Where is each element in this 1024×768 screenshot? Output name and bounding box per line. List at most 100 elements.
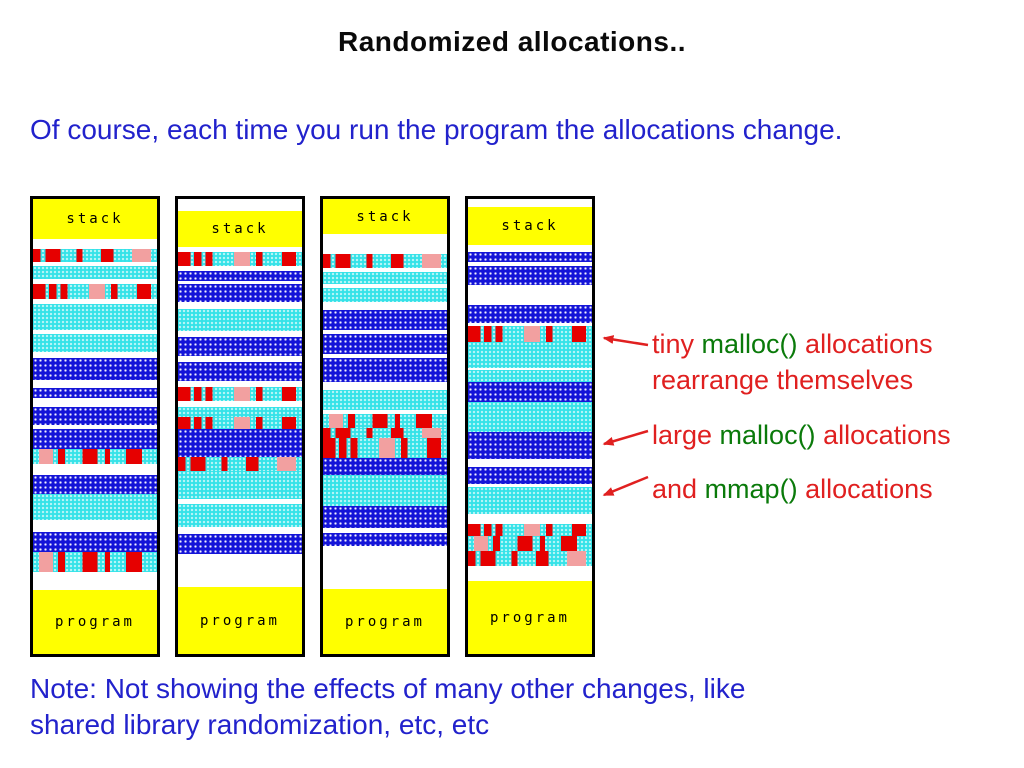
stack-region: stack	[33, 199, 157, 239]
stack-region: stack	[468, 207, 592, 245]
band-tiny	[468, 524, 592, 536]
band-blue	[323, 358, 447, 382]
program-region: program	[323, 589, 447, 654]
annot-text: large	[652, 420, 720, 450]
band-white	[178, 199, 302, 211]
band-white	[323, 302, 447, 310]
band-tiny	[178, 417, 302, 429]
band-blue	[468, 252, 592, 262]
annotation-mmap: and mmap() allocations	[652, 471, 933, 507]
band-white	[178, 356, 302, 362]
annot-text: tiny	[652, 329, 702, 359]
band-white	[33, 425, 157, 429]
footer-note-line2: shared library randomization, etc, etc	[30, 709, 490, 740]
band-blue	[178, 429, 302, 457]
band-white	[33, 464, 157, 475]
program-label: program	[54, 614, 135, 630]
band-cyan	[323, 272, 447, 284]
band-white	[178, 331, 302, 337]
band-white	[33, 279, 157, 284]
program-label: program	[344, 613, 425, 630]
band-tiny	[33, 552, 157, 572]
band-white	[468, 514, 592, 524]
annot-text: and	[652, 474, 705, 504]
band-white	[468, 323, 592, 326]
band-tiny	[468, 326, 592, 342]
band-white	[33, 352, 157, 358]
band-cyan	[33, 304, 157, 330]
band-white	[468, 285, 592, 305]
band-blue	[33, 475, 157, 494]
band-blue	[323, 310, 447, 330]
annot-code: malloc()	[701, 329, 798, 359]
band-blue	[468, 305, 592, 323]
band-blue	[468, 432, 592, 459]
band-cyan	[323, 475, 447, 506]
memory-column-run-1: stack program	[30, 196, 160, 657]
band-tiny	[178, 252, 302, 266]
memory-column-run-3: stack program	[320, 196, 450, 657]
band-blue	[33, 407, 157, 425]
band-white	[323, 546, 447, 589]
program-region: program	[33, 590, 157, 654]
band-blue	[178, 362, 302, 381]
band-white	[178, 527, 302, 534]
band-blue	[468, 266, 592, 285]
stack-label: stack	[501, 218, 559, 234]
page-title: Randomized allocations..	[337, 26, 687, 57]
band-tiny	[468, 536, 592, 551]
band-blue	[178, 271, 302, 281]
band-white	[178, 302, 302, 309]
band-cyan	[33, 494, 157, 520]
band-tiny	[33, 249, 157, 262]
band-blue	[33, 358, 157, 380]
band-blue	[33, 388, 157, 398]
band-cyan	[33, 334, 157, 352]
band-blue	[323, 334, 447, 354]
band-tiny	[468, 551, 592, 566]
band-white	[323, 528, 447, 533]
annot-code: malloc()	[719, 420, 816, 450]
band-cyan	[178, 471, 302, 499]
program-label: program	[489, 609, 570, 626]
band-white	[33, 299, 157, 304]
band-white	[33, 572, 157, 590]
band-blue	[178, 337, 302, 356]
band-blue	[323, 458, 447, 475]
band-white	[33, 239, 157, 249]
stack-label: stack	[66, 211, 124, 227]
program-region: program	[178, 587, 302, 654]
band-white	[178, 266, 302, 271]
memory-column-run-4: stack program	[465, 196, 595, 657]
band-cyan	[323, 288, 447, 302]
band-cyan	[323, 390, 447, 410]
band-white	[33, 520, 157, 532]
band-white	[178, 499, 302, 504]
stack-label: stack	[211, 221, 269, 237]
band-cyan	[468, 402, 592, 432]
band-cyan	[178, 504, 302, 527]
intro-sentence: Of course, each time you run the program…	[30, 114, 843, 145]
stack-label: stack	[356, 208, 414, 225]
band-white	[178, 247, 302, 252]
band-tiny	[178, 387, 302, 401]
annotation-large-malloc: large malloc() allocations	[652, 417, 951, 453]
band-white	[323, 382, 447, 390]
band-tiny	[323, 254, 447, 268]
arrow-tiny-malloc-icon	[602, 335, 649, 347]
band-blue	[33, 532, 157, 552]
band-cyan	[178, 407, 302, 417]
program-label: program	[199, 612, 280, 629]
stack-region: stack	[323, 199, 447, 234]
band-white	[323, 330, 447, 334]
band-tiny	[323, 428, 447, 438]
band-white	[178, 401, 302, 407]
band-blue	[178, 284, 302, 302]
band-white	[468, 245, 592, 252]
band-white	[323, 234, 447, 254]
band-cyan	[468, 342, 592, 368]
annotation-tiny-malloc: tiny malloc() allocations rearrange them…	[652, 326, 933, 398]
annot-text: allocations	[797, 329, 933, 359]
band-tiny	[33, 284, 157, 299]
